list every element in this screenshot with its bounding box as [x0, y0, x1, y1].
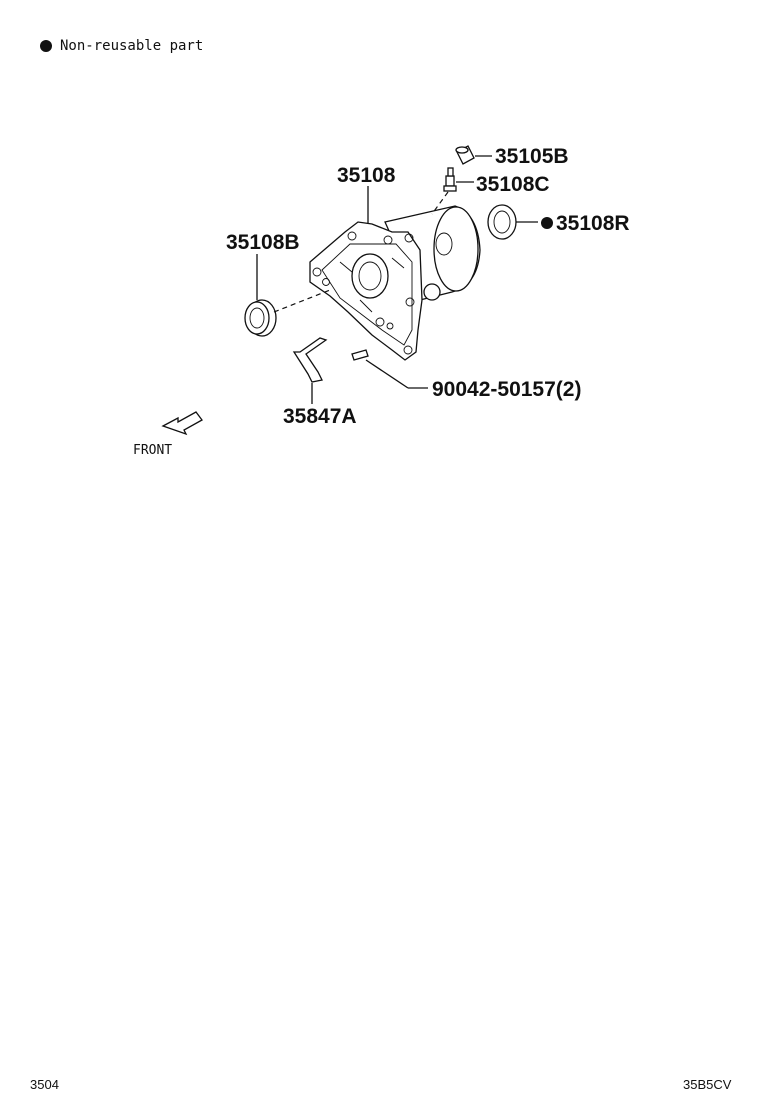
label-35108c: 35108C: [476, 173, 550, 196]
pin-90042-50157-drawing: [351, 349, 428, 389]
label-90042-50157: 90042-50157(2): [432, 378, 581, 401]
figure-code: 35B5CV: [683, 1077, 732, 1092]
non-reusable-marker-icon: [541, 217, 553, 229]
label-35105b: 35105B: [495, 145, 569, 168]
seal-35108b-drawing: [244, 254, 331, 337]
label-35108: 35108: [337, 164, 396, 187]
legend-text: Non-reusable part: [60, 38, 204, 54]
legend: Non-reusable part: [40, 38, 203, 54]
pipe-35847a-drawing: [292, 337, 328, 404]
seal-35108r-drawing: [487, 204, 553, 240]
cap-35105b-drawing: [455, 145, 492, 165]
front-arrow-icon: [161, 411, 203, 436]
label-35108b: 35108B: [226, 231, 300, 254]
label-35108r: 35108R: [556, 212, 630, 235]
label-35847a: 35847A: [283, 405, 357, 428]
page-code: 3504: [30, 1077, 59, 1092]
front-label: FRONT: [133, 443, 172, 458]
housing-35108-drawing: [309, 205, 481, 361]
nipple-35108c-drawing: [431, 167, 474, 215]
non-reusable-dot-icon: [40, 40, 52, 52]
